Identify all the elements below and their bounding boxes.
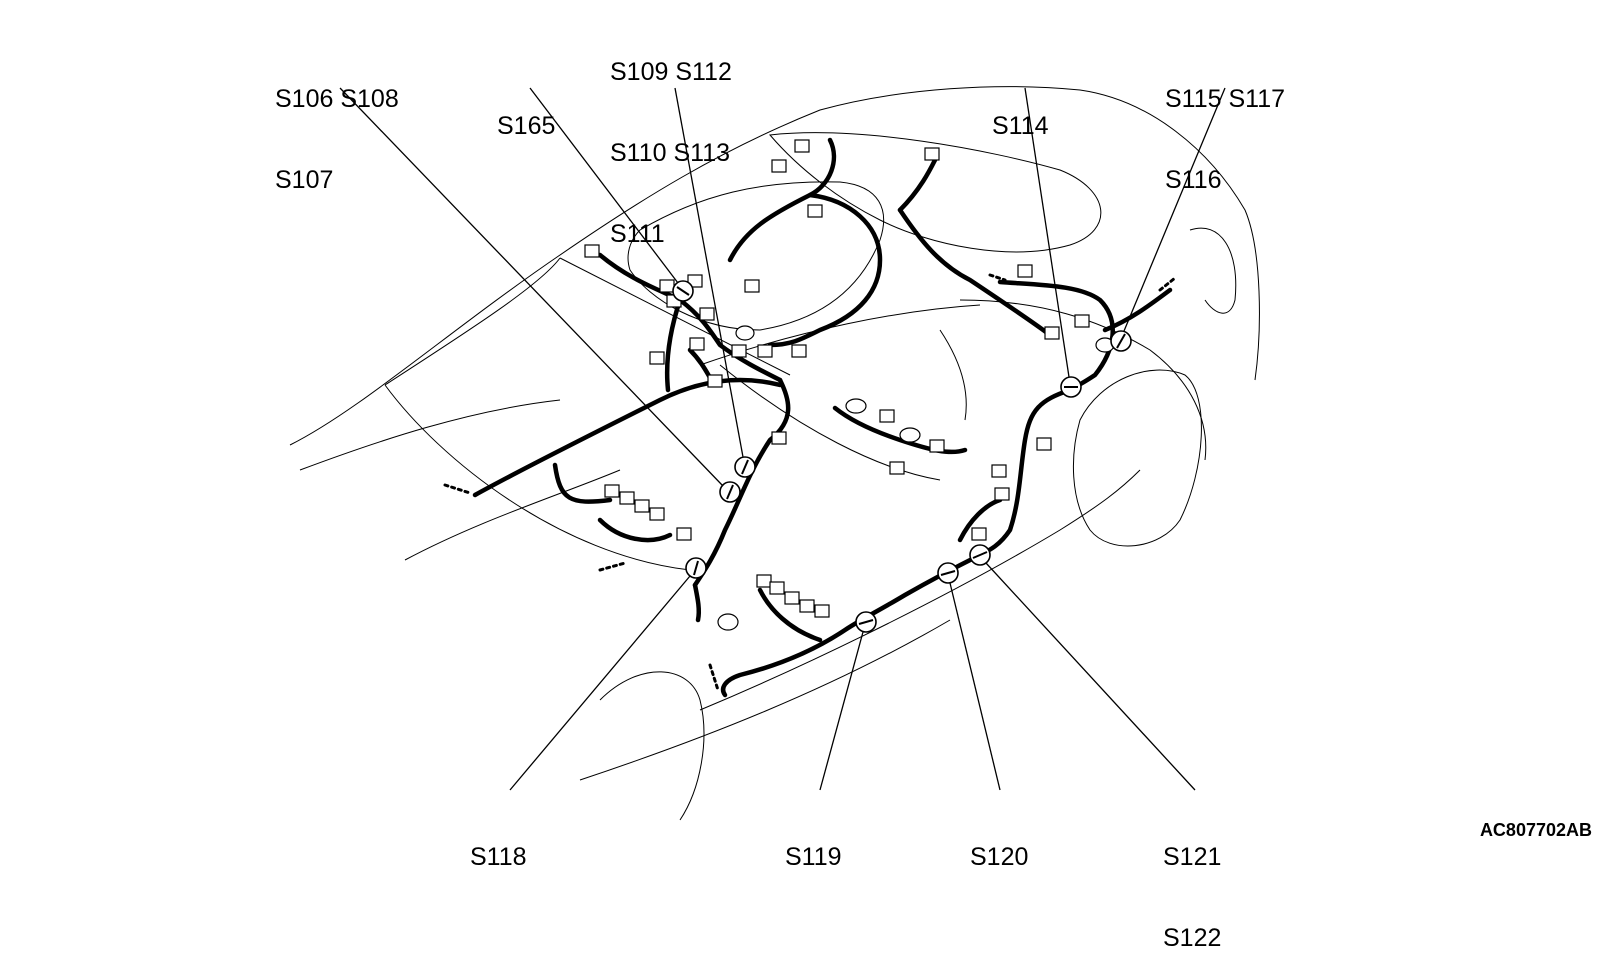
callout-s109-s113-s111: S109 S112 S110 S113 S111	[610, 5, 732, 275]
callout-s121-s122: S121 S122	[1163, 790, 1221, 979]
callout-s118: S118	[470, 790, 527, 898]
leader-s121-s122	[985, 562, 1196, 791]
callout-line: S114	[992, 112, 1049, 140]
callout-line: S122	[1163, 924, 1222, 952]
callout-line: S111	[610, 220, 665, 248]
leader-s120	[949, 582, 1001, 791]
splice-markers	[672, 280, 1132, 633]
leader-s118	[509, 575, 691, 791]
callout-line: S107	[275, 166, 334, 194]
callout-line: S121	[1163, 843, 1222, 871]
splice-s118	[685, 557, 707, 579]
callout-line: S109 S112	[610, 58, 732, 86]
callout-line: S119	[785, 843, 842, 871]
leader-s119	[819, 631, 864, 791]
callout-line: S118	[470, 843, 527, 871]
wiring-harness	[443, 137, 1177, 698]
callout-s115-s117-s116: S115 S117 S116	[1165, 32, 1285, 221]
leader-s109-s113-s111	[674, 87, 744, 458]
figure-code: AC807702AB	[1479, 820, 1592, 840]
wiring-harness-diagram	[289, 86, 1260, 821]
leader-s114	[1024, 87, 1070, 378]
splice-s120	[937, 562, 959, 584]
callout-s120: S120	[970, 790, 1028, 898]
leader-lines	[339, 87, 1226, 791]
splice-s109-s113-s111	[734, 456, 756, 478]
callout-line: S120	[970, 843, 1029, 871]
callout-s165: S165	[497, 59, 555, 167]
callout-s106-s108-s107: S106 S108 S107	[275, 32, 399, 221]
connectors	[584, 139, 1115, 631]
splice-s115-s117-s116	[1110, 330, 1132, 352]
callout-line: S110 S113	[610, 139, 731, 167]
callout-line: S115 S117	[1165, 85, 1286, 113]
callout-line: S116	[1165, 166, 1222, 194]
callout-s119: S119	[785, 790, 842, 898]
leader-s106-s108-s107	[339, 87, 724, 487]
leader-s115-s117-s116	[1123, 87, 1226, 332]
splice-s121-s122	[969, 544, 991, 566]
splice-s119	[855, 611, 877, 633]
splice-s165	[672, 280, 694, 302]
callout-s114: S114	[992, 59, 1049, 167]
car-body-outline	[289, 86, 1260, 821]
splice-s106-s108-s107	[719, 481, 741, 503]
callout-line: S165	[497, 112, 556, 140]
leader-s165	[529, 87, 679, 284]
callout-line: S106 S108	[275, 85, 399, 113]
splice-s114	[1060, 376, 1082, 398]
